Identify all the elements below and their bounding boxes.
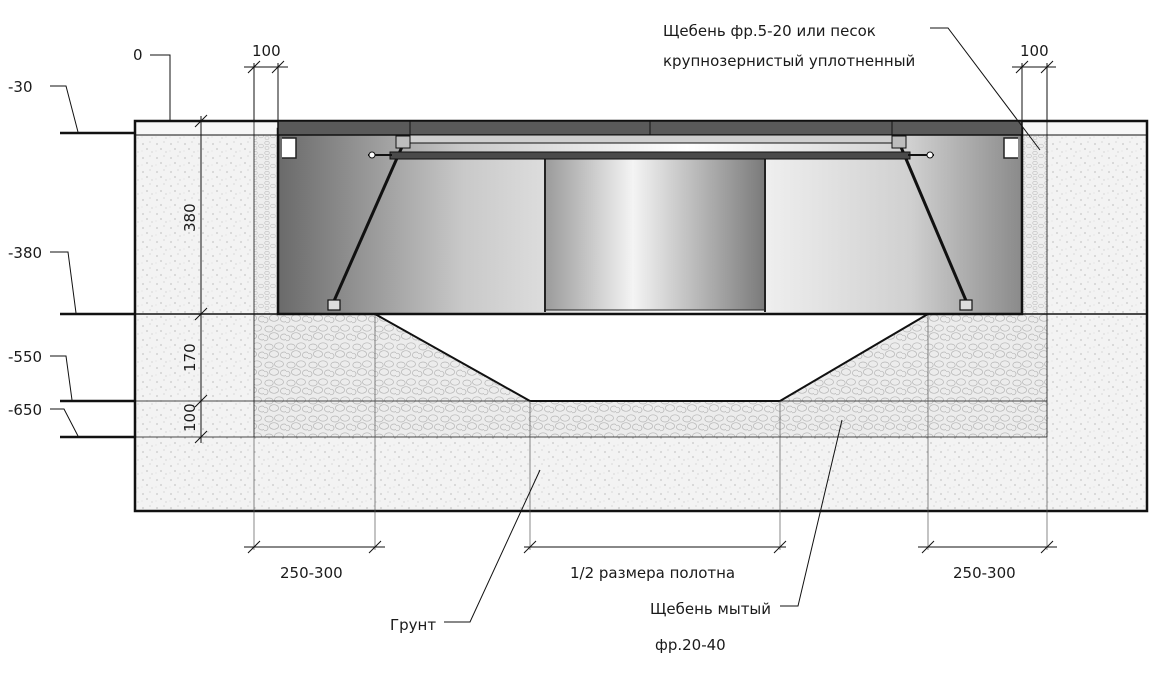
top-dimensions	[244, 60, 1056, 121]
level-label-650: -650	[8, 401, 42, 419]
bottom-dimensions	[244, 540, 1057, 554]
note-top-line1: Щебень фр.5-20 или песок	[663, 22, 876, 40]
note-leaders	[444, 27, 1041, 623]
level-label-0: 0	[133, 46, 143, 64]
dim-100-top-left: 100	[252, 42, 281, 60]
vertical-dimensions	[194, 114, 208, 444]
dim-100-top-right: 100	[1020, 42, 1049, 60]
drain-channel	[276, 127, 1024, 316]
trench-cutout	[375, 314, 928, 401]
grate-cover	[277, 120, 1023, 160]
fine-gravel-right	[1022, 135, 1047, 314]
note-top-line2: крупнозернистый уплотненный	[663, 52, 915, 70]
dim-bottom-center: 1/2 размера полотна	[570, 564, 735, 582]
note-soil: Грунт	[390, 616, 436, 634]
level-label-550: -550	[8, 348, 42, 366]
dim-bottom-right: 250-300	[953, 564, 1016, 582]
note-washed-line2: фр.20-40	[655, 636, 726, 654]
dim-170: 170	[181, 343, 199, 372]
fine-gravel-left	[254, 135, 278, 314]
dim-100-side: 100	[181, 403, 199, 432]
dim-380: 380	[181, 203, 199, 232]
level-label-380: -380	[8, 244, 42, 262]
dim-bottom-left: 250-300	[280, 564, 343, 582]
level-markers	[50, 54, 171, 439]
level-label-30: -30	[8, 78, 33, 96]
note-washed-line1: Щебень мытый	[650, 600, 771, 618]
